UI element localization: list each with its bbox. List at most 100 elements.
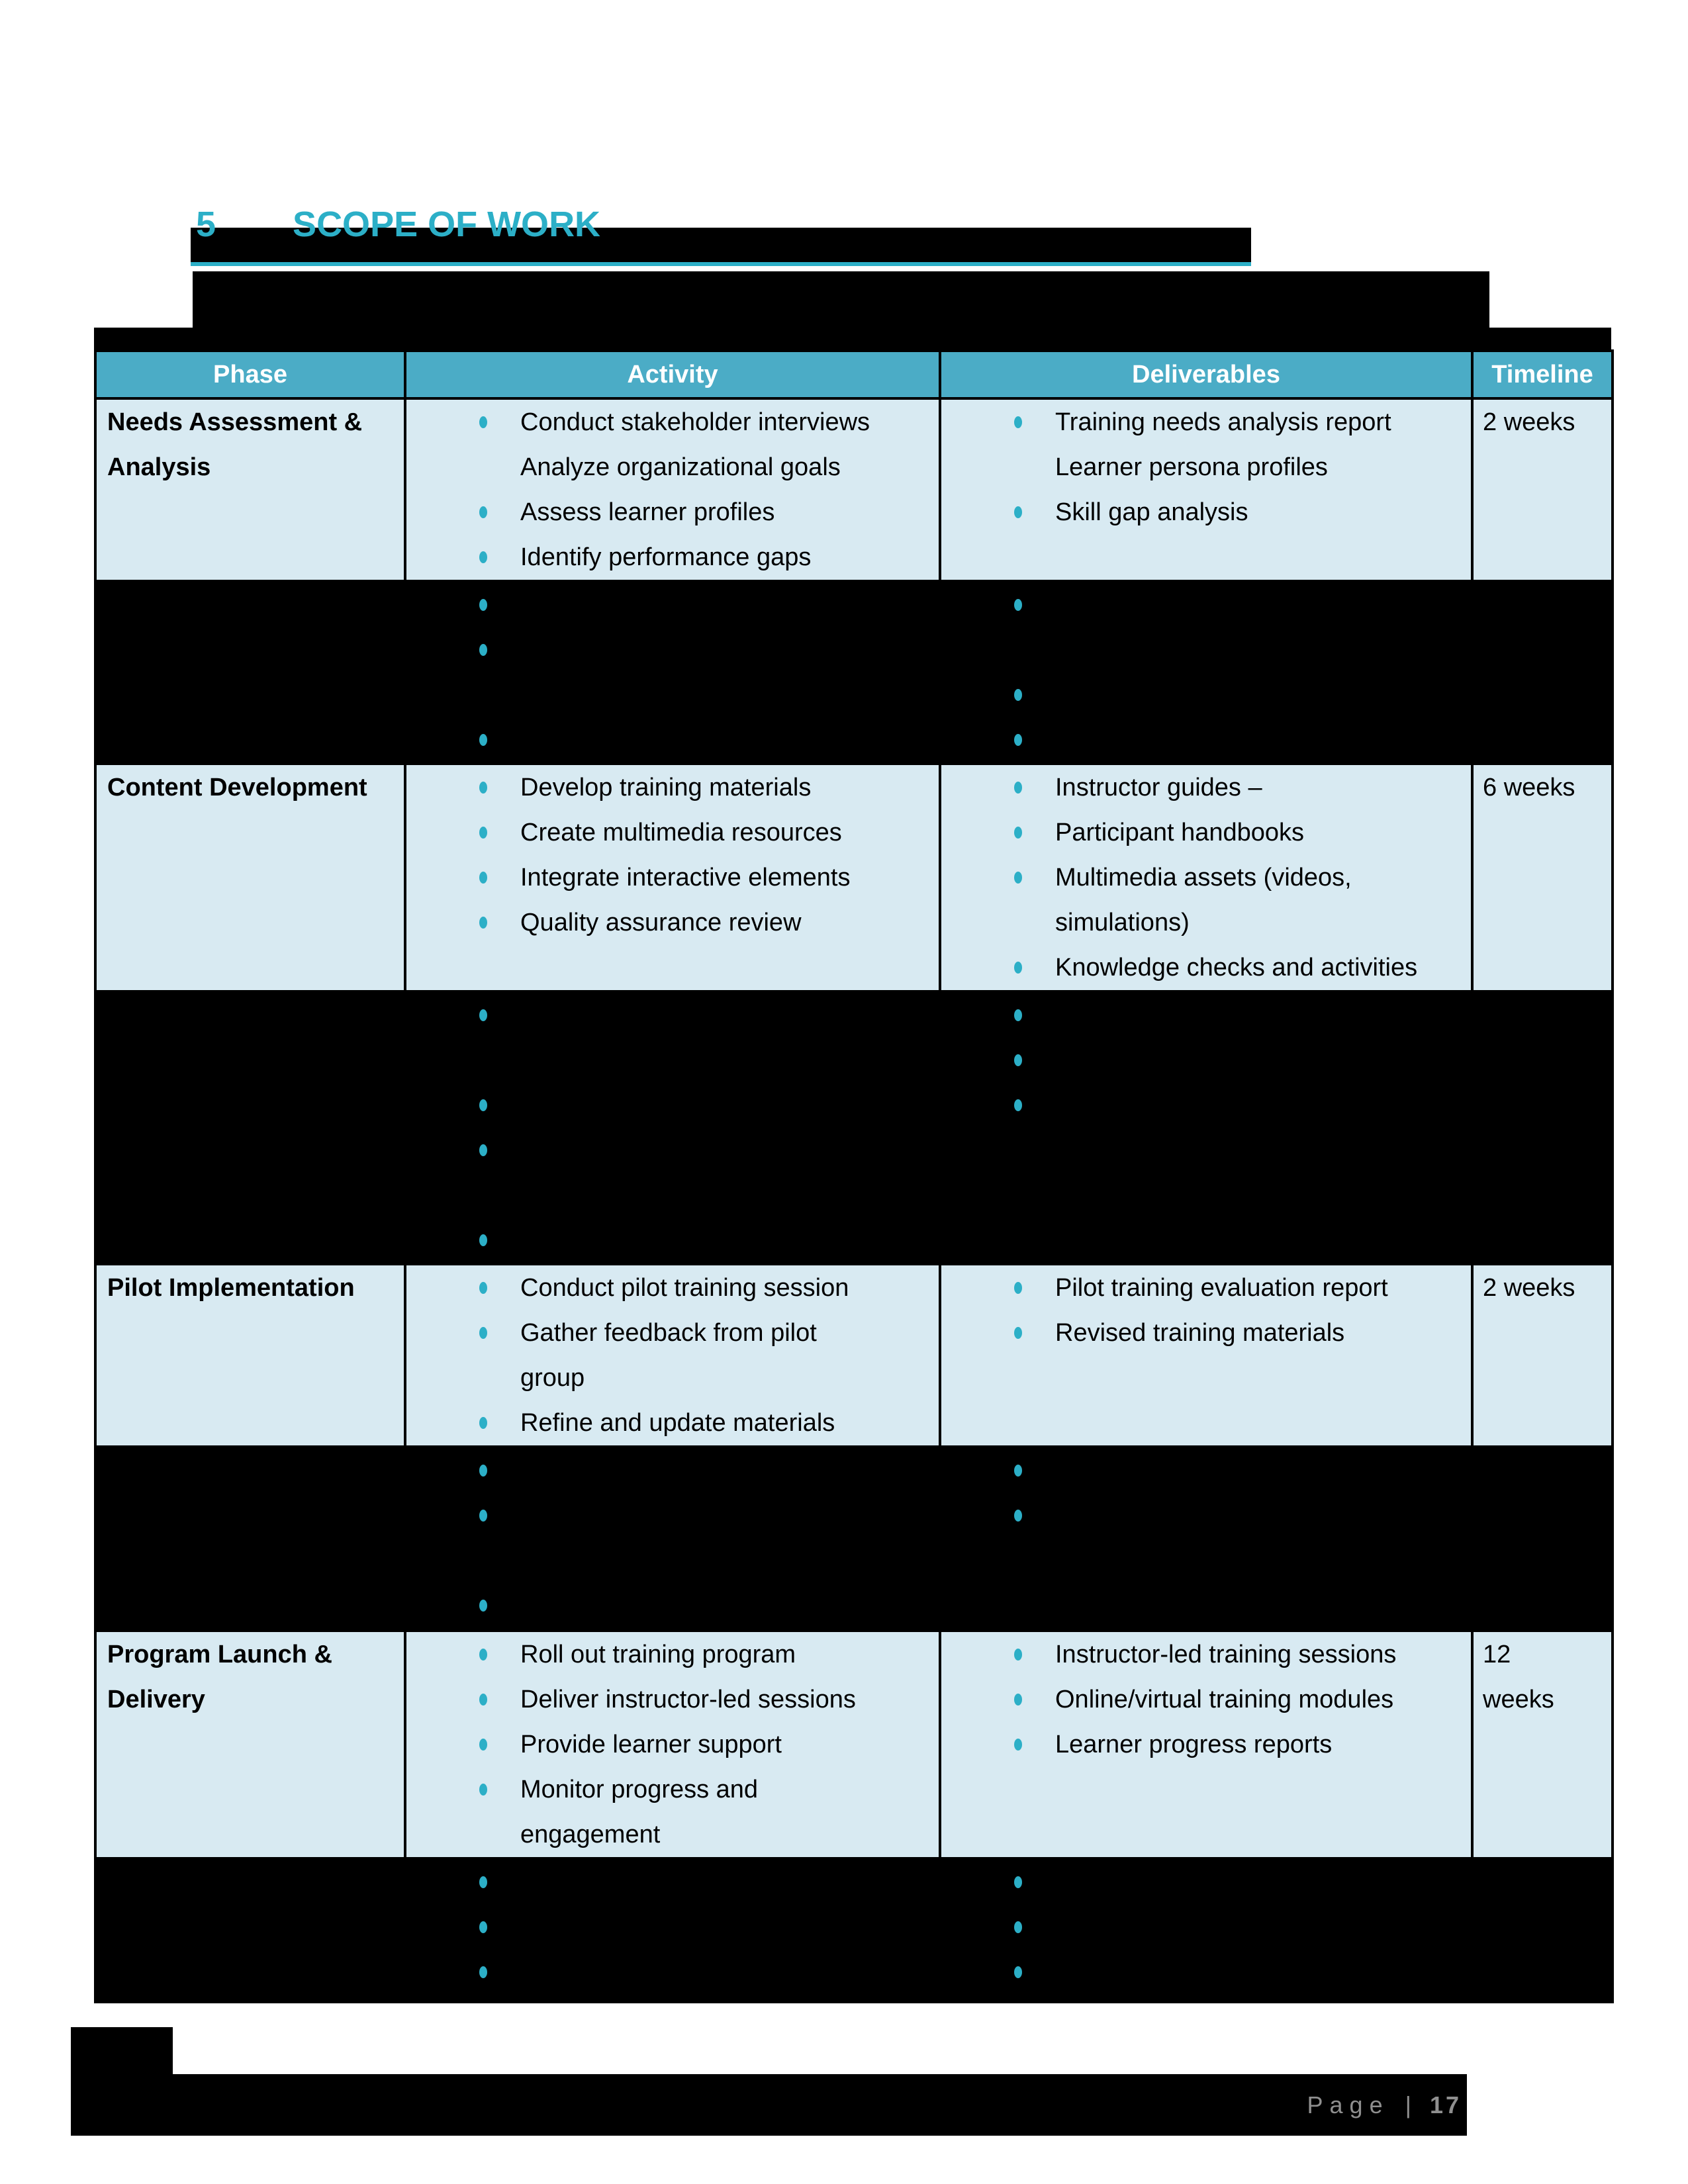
section-number: 5 (196, 205, 216, 244)
table-row: Needs Assessment & Analysis Conduct stak… (94, 397, 1614, 582)
bullet-icon (479, 1966, 487, 1978)
activity-cell: Conduct stakeholder interviews Analyze o… (404, 397, 941, 582)
bullet-icon (1014, 599, 1022, 611)
heading-underline (191, 262, 1251, 266)
activity-item: Integrate interactive elements (406, 855, 939, 900)
bullet-icon (1014, 782, 1022, 794)
scope-of-work-table: Phase Activity Deliverables Timeline Nee… (94, 349, 1614, 2003)
bullet-icon (479, 416, 487, 428)
column-header-timeline: Timeline (1471, 349, 1614, 400)
bullet-icon (1014, 1876, 1022, 1888)
bullet-icon (479, 1739, 487, 1751)
bullet-icon (1014, 1694, 1022, 1706)
deliverable-item: Pilot training evaluation report (941, 1265, 1471, 1310)
bullet-icon (479, 644, 487, 656)
bullet-icon (1014, 827, 1022, 839)
column-header-activity: Activity (404, 349, 941, 400)
table-row: Content Development Develop training mat… (94, 762, 1614, 993)
activity-cell: Conduct pilot training session Gather fe… (404, 1263, 941, 1448)
bullet-icon (479, 1921, 487, 1933)
bullet-icon (1014, 1649, 1022, 1661)
section-heading: 5 SCOPE OF WORK (196, 204, 600, 245)
timeline-cell-redacted (1471, 1445, 1614, 1632)
activity-item: Roll out training program (406, 1632, 939, 1677)
bullet-icon (479, 1327, 487, 1339)
bullet-icon (479, 551, 487, 563)
table-row: Pilot Implementation Conduct pilot train… (94, 1263, 1614, 1448)
bullet-icon (1014, 962, 1022, 974)
column-header-deliverables: Deliverables (939, 349, 1474, 400)
timeline-cell: 12 weeks (1471, 1629, 1614, 1860)
activity-cell-redacted (404, 1445, 941, 1632)
deliverables-cell: Instructor-led training sessions Online/… (939, 1629, 1474, 1860)
phase-cell-redacted (94, 990, 406, 1265)
activity-item: Gather feedback from pilot (406, 1310, 939, 1355)
scope-of-work-table-wrap: Phase Activity Deliverables Timeline Nee… (94, 328, 1614, 2003)
page-separator: | (1405, 2091, 1418, 2118)
deliverable-item: simulations) (1055, 908, 1190, 936)
bullet-icon (479, 734, 487, 746)
activity-cell-redacted (404, 1857, 941, 2003)
bullet-icon (479, 917, 487, 929)
bullet-icon (479, 506, 487, 518)
phase-cell: Content Development (94, 762, 406, 993)
bullet-icon (1014, 506, 1022, 518)
column-header-phase: Phase (94, 349, 406, 400)
deliverables-cell-redacted (939, 990, 1474, 1265)
bullet-icon (1014, 1099, 1022, 1111)
timeline-cell-redacted (1471, 580, 1614, 765)
activity-item: Develop training materials (406, 765, 939, 810)
bullet-icon (479, 1465, 487, 1477)
phase-cell: Program Launch & Delivery (94, 1629, 406, 1860)
timeline-cell: 2 weeks (1471, 397, 1614, 582)
section-title: SCOPE OF WORK (293, 205, 601, 244)
bullet-icon (1014, 1966, 1022, 1978)
activity-cell: Roll out training program Deliver instru… (404, 1629, 941, 1860)
deliverable-item: Skill gap analysis (941, 490, 1471, 535)
deliverable-item: Revised training materials (941, 1310, 1471, 1355)
activity-item: engagement (520, 1820, 661, 1848)
footer-redaction-square (71, 2027, 173, 2074)
heading-redaction-bar (191, 228, 1251, 262)
bullet-icon (479, 1649, 487, 1661)
bullet-icon (479, 782, 487, 794)
bullet-icon (479, 599, 487, 611)
bullet-icon (479, 1510, 487, 1522)
bullet-icon (479, 1417, 487, 1429)
bullet-icon (1014, 734, 1022, 746)
page-number: 17 (1429, 2091, 1462, 2118)
bullet-icon (1014, 1009, 1022, 1021)
deliverable-item: Knowledge checks and activities (941, 945, 1471, 990)
phase-cell-redacted (94, 1445, 406, 1632)
activity-item: Identify performance gaps (406, 535, 939, 580)
redacted-row (94, 1445, 1614, 1632)
bullet-icon (1014, 872, 1022, 884)
bullet-icon (479, 1234, 487, 1246)
bullet-icon (1014, 416, 1022, 428)
bullet-icon (1014, 1921, 1022, 1933)
bullet-icon (479, 1694, 487, 1706)
deliverables-cell: Training needs analysis report Learner p… (939, 397, 1474, 582)
bullet-icon (479, 1282, 487, 1294)
activity-item: Provide learner support (406, 1722, 939, 1767)
deliverables-cell-redacted (939, 1857, 1474, 2003)
table-header-row: Phase Activity Deliverables Timeline (94, 349, 1614, 400)
deliverable-item: Instructor guides – (941, 765, 1471, 810)
activity-item: Analyze organizational goals (520, 453, 841, 481)
deliverables-cell: Pilot training evaluation report Revised… (939, 1263, 1474, 1448)
phase-cell: Pilot Implementation (94, 1263, 406, 1448)
timeline-cell: 6 weeks (1471, 762, 1614, 993)
bullet-icon (479, 1009, 487, 1021)
bullet-icon (479, 872, 487, 884)
phase-cell-redacted (94, 580, 406, 765)
deliverables-cell-redacted (939, 580, 1474, 765)
deliverable-item: Learner progress reports (941, 1722, 1471, 1767)
activity-item: Quality assurance review (406, 900, 939, 945)
bullet-icon (479, 827, 487, 839)
bullet-icon (1014, 1739, 1022, 1751)
bullet-icon (1014, 1282, 1022, 1294)
bullet-icon (479, 1784, 487, 1796)
activity-cell: Develop training materials Create multim… (404, 762, 941, 993)
bullet-icon (1014, 1327, 1022, 1339)
timeline-cell-redacted (1471, 990, 1614, 1265)
